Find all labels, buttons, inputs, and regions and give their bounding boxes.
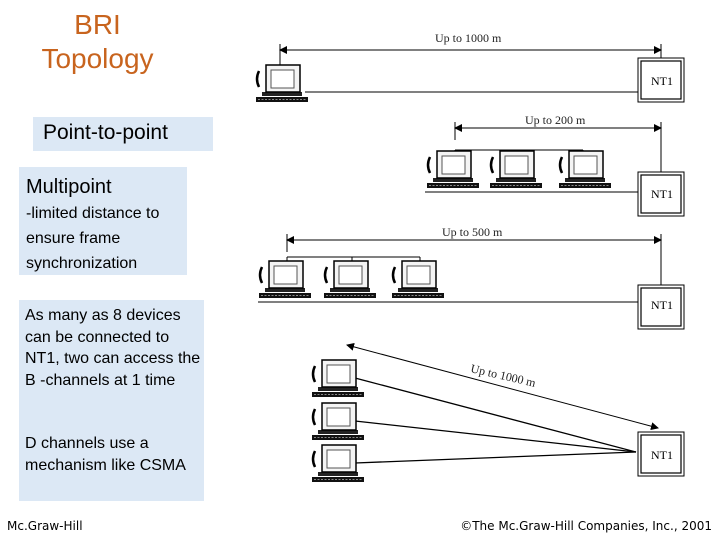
- footer-publisher: Mc.Graw-Hill: [7, 519, 83, 533]
- terminal-computer-icon: [310, 443, 366, 484]
- terminal-computer-icon: [257, 259, 313, 300]
- distance-arrow-1000-diagonal: [346, 342, 659, 431]
- label-up-to-500: Up to 500 m: [442, 225, 503, 239]
- slide-title: BRI Topology: [20, 8, 175, 76]
- nt1-label-4: NT1: [651, 448, 673, 462]
- multipoint-heading: Multipoint: [26, 176, 112, 198]
- multipoint-description: -limited distance to ensure frame synchr…: [26, 205, 160, 272]
- terminal-computer-icon: [390, 259, 446, 300]
- nt1-label-1: NT1: [651, 74, 673, 88]
- terminal-computer-icon: [322, 259, 378, 300]
- terminal-computer-icon: [488, 149, 544, 190]
- d-channels-text: D channels use a mechanism like CSMA: [25, 435, 186, 474]
- terminal-computer-icon: [310, 358, 366, 399]
- terminal-computer-icon: [310, 401, 366, 442]
- label-up-to-200: Up to 200 m: [525, 113, 586, 127]
- point-to-point-label: Point-to-point: [43, 121, 168, 144]
- many-devices-box: As many as 8 devices can be connected to…: [19, 300, 204, 418]
- terminal-computer-icon: [557, 149, 613, 190]
- many-devices-text: As many as 8 devices can be connected to…: [25, 307, 201, 389]
- title-line-2: Topology: [41, 43, 154, 74]
- point-to-point-box: Point-to-point: [33, 117, 213, 151]
- label-up-to-1000-top: Up to 1000 m: [435, 31, 502, 45]
- terminal-computer-icon: [254, 63, 310, 104]
- title-line-1: BRI: [74, 9, 121, 40]
- d-channels-box: D channels use a mechanism like CSMA: [19, 418, 204, 501]
- label-up-to-1000-diagonal: Up to 1000 m: [469, 361, 537, 390]
- footer-copyright: ©The Mc.Graw-Hill Companies, Inc., 2001: [460, 519, 712, 533]
- nt1-label-3: NT1: [651, 298, 673, 312]
- terminal-computer-icon: [425, 149, 481, 190]
- nt1-label-2: NT1: [651, 187, 673, 201]
- multipoint-box: Multipoint -limited distance to ensure f…: [19, 167, 187, 275]
